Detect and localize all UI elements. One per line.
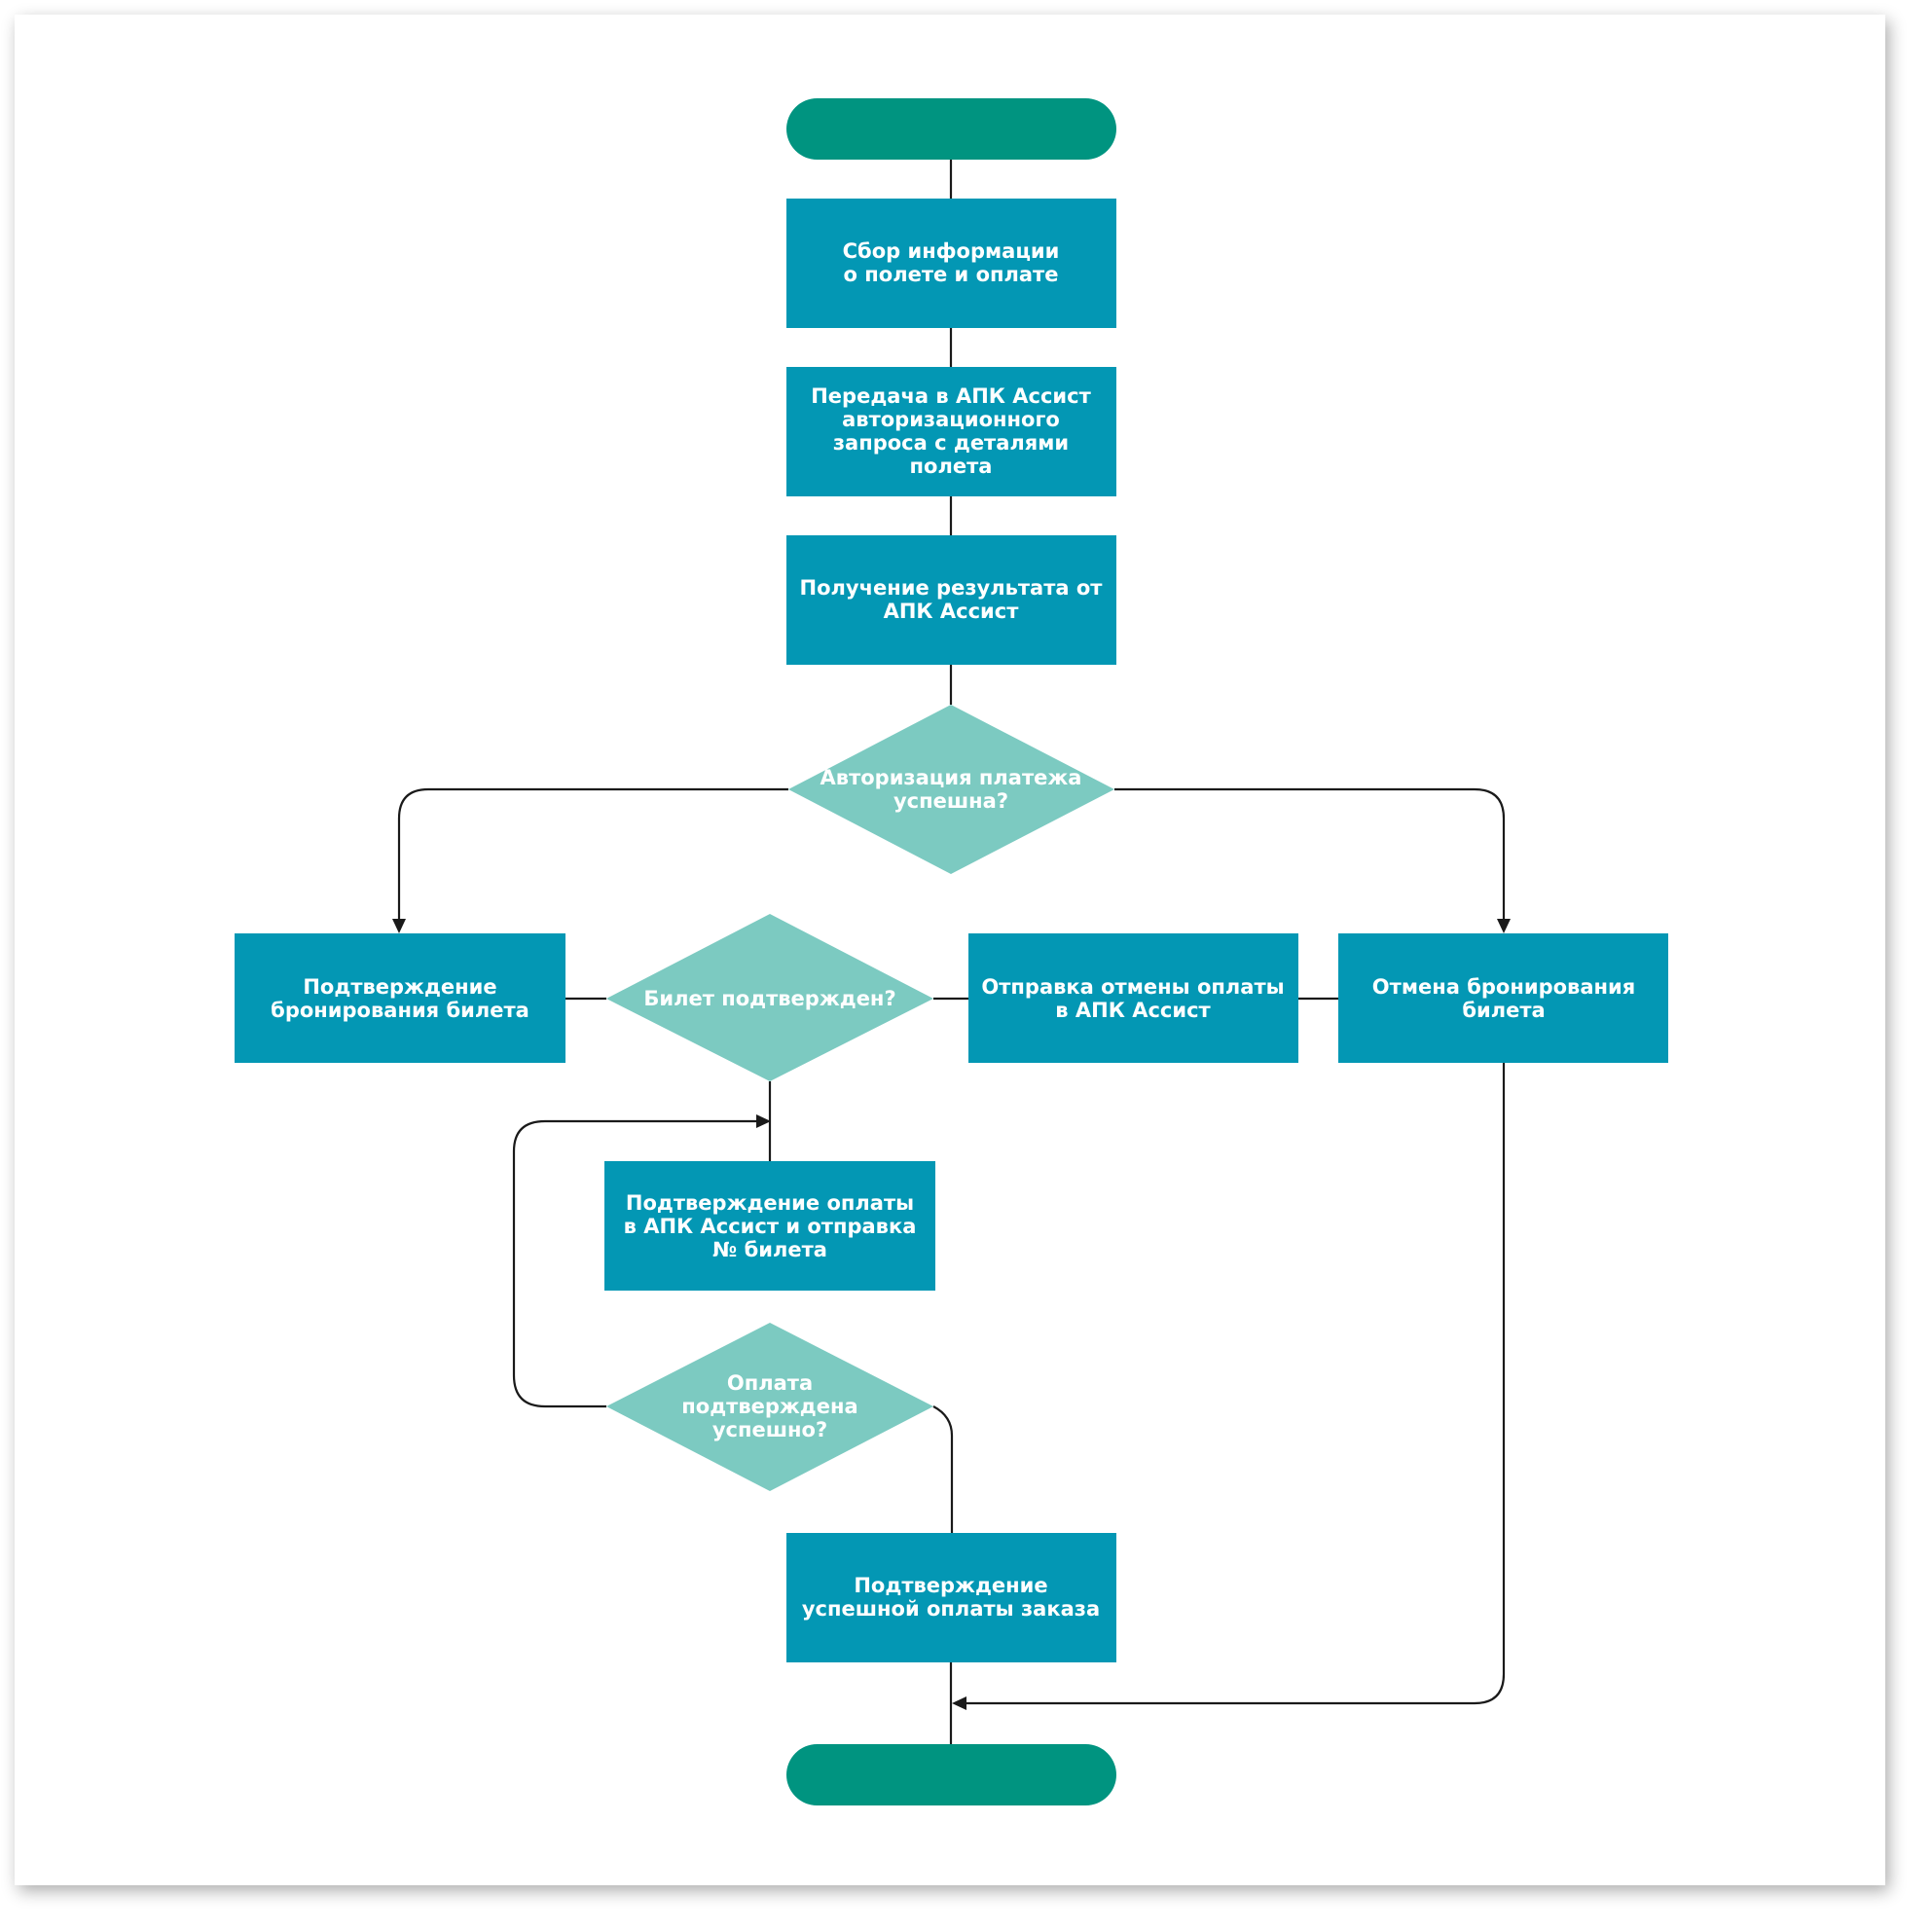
edge-auth-yes-confirm-booking xyxy=(397,787,788,922)
label-line: бронирования билета xyxy=(271,999,529,1022)
label-line: Отправка отмены оплаты xyxy=(981,975,1284,999)
label-line: успешной оплаты заказа xyxy=(802,1597,1100,1621)
process-send-cancel-payment xyxy=(968,933,1298,1063)
label-line: Билет подтвержден? xyxy=(643,987,895,1010)
arrowhead-end-merge xyxy=(952,1696,966,1710)
edge-payment-decision-order-paid xyxy=(932,1405,954,1533)
process-confirm-payment-send-ticket xyxy=(604,1161,935,1291)
process-confirm-booking xyxy=(235,933,565,1063)
label-line: Отмена бронирования xyxy=(1372,975,1635,999)
label-line: Оплата xyxy=(727,1371,813,1395)
label-ticket-confirmed: Билет подтвержден? xyxy=(643,987,895,1010)
label-line: Подтверждение оплаты xyxy=(626,1191,914,1215)
process-get-result xyxy=(786,535,1116,665)
label-line: АПК Ассист xyxy=(884,600,1020,623)
label-line: успешно? xyxy=(712,1418,827,1441)
process-collect-info xyxy=(786,199,1116,328)
label-line: № билета xyxy=(712,1238,827,1261)
decision-payment-confirmed xyxy=(606,1323,933,1491)
process-cancel-booking xyxy=(1338,933,1668,1063)
edge-auth-no-cancel-booking xyxy=(1114,787,1506,922)
label-line: билета xyxy=(1462,999,1545,1022)
label-line: Получение результата от xyxy=(800,576,1104,600)
process-send-auth-request xyxy=(786,367,1116,496)
label-line: авторизационного xyxy=(842,408,1060,431)
connectors xyxy=(392,157,1511,1744)
arrowhead-retry-loop xyxy=(756,1114,771,1128)
label-line: Передача в АПК Ассист xyxy=(811,384,1091,408)
decision-auth-success xyxy=(788,705,1114,874)
label-line: запроса с деталями xyxy=(833,431,1069,455)
label-line: Подтверждение xyxy=(854,1574,1047,1597)
label-line: Подтверждение xyxy=(303,975,496,999)
label-line: успешна? xyxy=(893,789,1008,813)
arrowhead-confirm-booking xyxy=(392,919,406,933)
label-line: подтверждена xyxy=(681,1395,857,1418)
edge-retry-loop xyxy=(512,1119,756,1408)
start-terminal xyxy=(786,98,1116,160)
arrowhead-cancel-booking xyxy=(1497,919,1511,933)
label-line: в АПК Ассист xyxy=(1055,999,1211,1022)
end-terminal xyxy=(786,1744,1116,1805)
label-line: полета xyxy=(910,455,993,478)
label-line: Сбор информации xyxy=(843,239,1060,263)
decision-ticket-confirmed xyxy=(606,914,933,1081)
label-line: Авторизация платежа xyxy=(820,766,1082,789)
edge-cancel-booking-end xyxy=(966,1063,1506,1705)
label-line: о полете и оплате xyxy=(844,263,1059,286)
label-line: в АПК Ассист и отправка xyxy=(624,1215,917,1238)
process-order-paid-confirmation xyxy=(786,1533,1116,1662)
